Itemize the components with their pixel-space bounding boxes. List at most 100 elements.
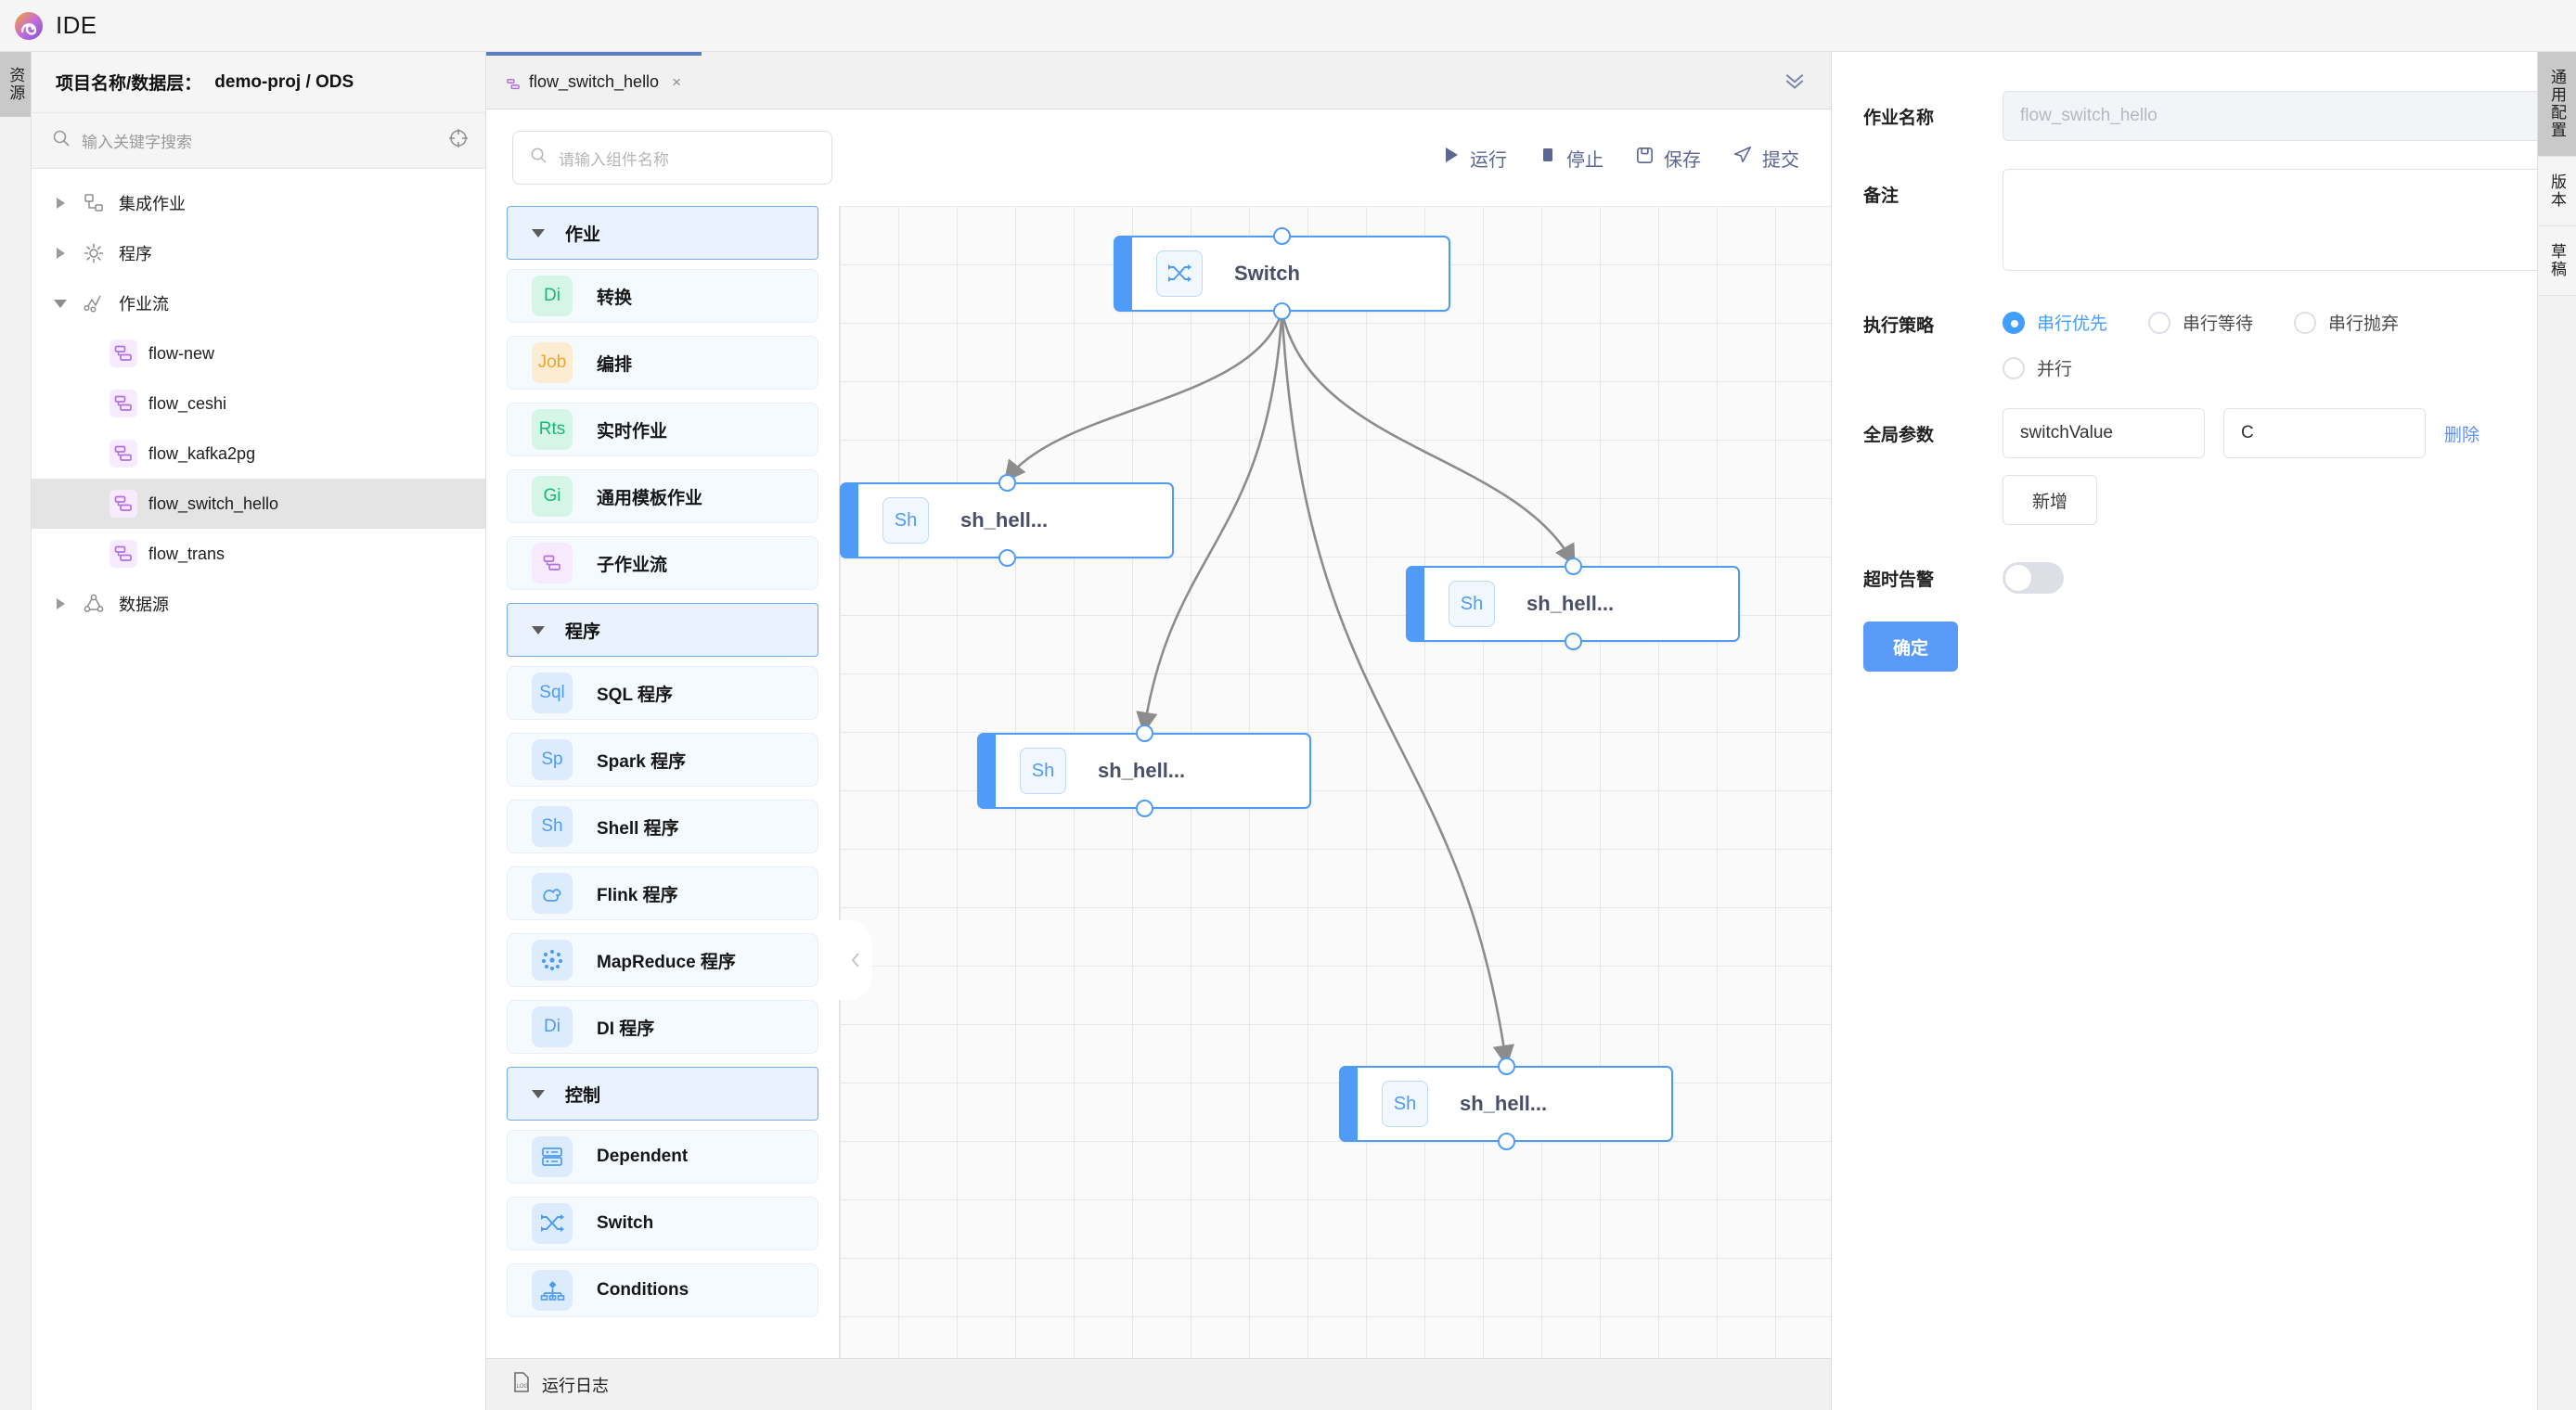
global-param-value-input[interactable]: C [2223, 408, 2426, 458]
component-search-box[interactable]: 请输入组件名称 [512, 131, 832, 185]
caret-right-icon[interactable] [54, 596, 69, 611]
tree-item-作业流[interactable]: 作业流 [32, 278, 485, 328]
palette-item-Shell 程序[interactable]: ShShell 程序 [507, 800, 818, 853]
node-badge-text: Sh [1031, 760, 1055, 781]
canvas-node-n1[interactable]: Switch [1114, 227, 1450, 320]
palette-item-badge-text: Sql [539, 683, 565, 702]
resource-sidebar: 项目名称/数据层： demo-proj / ODS 输入关键字搜索 集成作业程序… [32, 52, 486, 1410]
tree-item-flow_trans[interactable]: flow_trans [32, 529, 485, 579]
palette-item-Switch[interactable]: Switch [507, 1197, 818, 1250]
node-port-top[interactable] [1135, 724, 1153, 742]
chevron-left-icon[interactable] [839, 920, 872, 1000]
exec-policy-option-串行优先[interactable]: 串行优先 [2003, 310, 2107, 335]
radio-icon[interactable] [2294, 311, 2317, 334]
node-badge-Sh: Sh [1382, 1081, 1428, 1127]
exec-policy-option-并行[interactable]: 并行 [2003, 355, 2528, 380]
palette-item-Conditions[interactable]: Conditions [507, 1263, 818, 1317]
node-port-bot[interactable] [1135, 800, 1153, 817]
node-port-bot[interactable] [1564, 633, 1582, 650]
run-log-bar[interactable]: LOG 运行日志 [486, 1358, 1831, 1410]
node-accent-bar [979, 735, 996, 807]
save-button[interactable]: 保存 [1635, 145, 1701, 172]
caret-right-icon[interactable] [54, 246, 69, 261]
tree-item-程序[interactable]: 程序 [32, 228, 485, 278]
confirm-button[interactable]: 确定 [1863, 622, 1958, 672]
sidebar-search-row[interactable]: 输入关键字搜索 [32, 113, 485, 169]
run-button[interactable]: 运行 [1442, 145, 1507, 172]
no-caret [84, 446, 98, 461]
radio-icon[interactable] [2003, 311, 2025, 334]
node-port-top[interactable] [1564, 558, 1582, 575]
stop-icon [1539, 146, 1557, 170]
editor-toolbar: 请输入组件名称 运行 停止 保存 [486, 109, 1831, 206]
editor-tab-flow-switch-hello[interactable]: flow_switch_hello × [486, 52, 702, 109]
job-name-input[interactable]: flow_switch_hello [2003, 91, 2537, 141]
palette-group-程序[interactable]: 程序 [507, 603, 818, 657]
node-accent-bar [1115, 237, 1132, 310]
global-param-delete-link[interactable]: 删除 [2444, 425, 2480, 445]
global-param-key-input[interactable]: switchValue [2003, 408, 2205, 458]
radio-icon[interactable] [2148, 311, 2171, 334]
palette-group-控制[interactable]: 控制 [507, 1067, 818, 1121]
right-rail-tab-版本[interactable]: 版本 [2538, 157, 2576, 226]
node-port-bot[interactable] [1273, 302, 1291, 320]
node-port-bot[interactable] [998, 549, 1016, 567]
component-search-input[interactable]: 请输入组件名称 [559, 150, 669, 169]
body-row: 资源 项目名称/数据层： demo-proj / ODS 输入关键字搜索 集成作… [0, 52, 2576, 1410]
log-file-icon: LOG [512, 1372, 531, 1397]
remark-textarea[interactable] [2003, 169, 2537, 271]
rail-tab-resource[interactable]: 资源 [0, 52, 31, 117]
stop-button[interactable]: 停止 [1539, 145, 1604, 172]
palette-item-Dependent[interactable]: Dependent [507, 1130, 818, 1184]
palette-item-DI 程序[interactable]: DiDI 程序 [507, 1000, 818, 1054]
tree-item-flow_ceshi[interactable]: flow_ceshi [32, 378, 485, 429]
node-port-bot[interactable] [1497, 1133, 1515, 1150]
tree-item-flow_kafka2pg[interactable]: flow_kafka2pg [32, 429, 485, 479]
palette-item-Spark 程序[interactable]: SpSpark 程序 [507, 733, 818, 787]
palette-group-作业[interactable]: 作业 [507, 206, 818, 260]
timeout-alarm-toggle[interactable] [2003, 562, 2064, 594]
caret-down-icon[interactable] [54, 296, 69, 311]
chevron-double-down-icon[interactable] [1781, 52, 1831, 109]
field-remark: 备注 [1832, 169, 2537, 271]
close-icon[interactable]: × [672, 72, 682, 91]
tree-item-flow-new[interactable]: flow-new [32, 328, 485, 378]
palette-item-MapReduce 程序[interactable]: MapReduce 程序 [507, 933, 818, 987]
crosshair-icon[interactable] [448, 128, 469, 153]
svg-text:LOG: LOG [517, 1384, 529, 1390]
exec-policy-option-串行抛弃[interactable]: 串行抛弃 [2294, 310, 2399, 335]
node-badge-Sh: Sh [1020, 748, 1066, 794]
right-rail-tab-通用配置[interactable]: 通用配置 [2538, 52, 2576, 157]
job-name-label: 作业名称 [1863, 109, 1935, 128]
tree-item-数据源[interactable]: 数据源 [32, 579, 485, 629]
right-rail-tab-草稿[interactable]: 草稿 [2538, 226, 2576, 296]
badge-Gi: Gi [532, 476, 573, 517]
palette-item-子作业流[interactable]: 子作业流 [507, 536, 818, 590]
stop-button-label: 停止 [1566, 149, 1604, 171]
sidebar-search-input[interactable]: 输入关键字搜索 [82, 134, 192, 151]
node-port-top[interactable] [1497, 1058, 1515, 1075]
datasource-icon [80, 590, 108, 618]
palette-item-Flink 程序[interactable]: Flink 程序 [507, 866, 818, 920]
tree-item-集成作业[interactable]: 集成作业 [32, 178, 485, 228]
no-caret [84, 496, 98, 511]
palette-item-label: Dependent [597, 1147, 689, 1166]
tree-item-flow_switch_hello[interactable]: flow_switch_hello [32, 479, 485, 529]
palette-item-SQL 程序[interactable]: SqlSQL 程序 [507, 666, 818, 720]
caret-right-icon[interactable] [54, 196, 69, 211]
exec-policy-option-串行等待[interactable]: 串行等待 [2148, 310, 2253, 335]
node-port-top[interactable] [998, 474, 1016, 492]
node-port-top[interactable] [1273, 227, 1291, 245]
submit-button[interactable]: 提交 [1732, 145, 1799, 172]
global-param-add-button[interactable]: 新增 [2003, 475, 2097, 525]
radio-icon[interactable] [2003, 356, 2025, 379]
